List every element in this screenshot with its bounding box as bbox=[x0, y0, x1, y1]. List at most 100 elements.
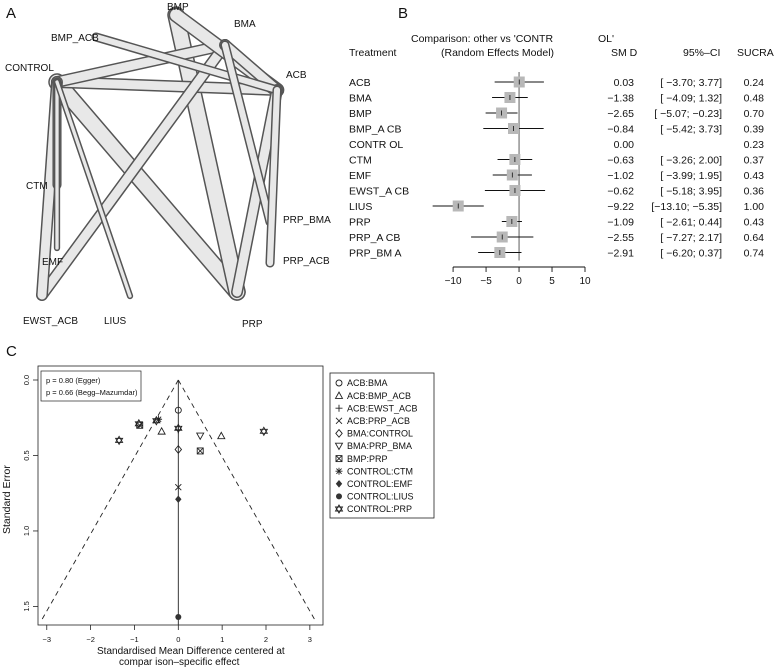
forest-row-sucra-emf: 0.43 bbox=[744, 170, 765, 182]
legend-symbol-acb-bma bbox=[335, 379, 343, 387]
network-node-emf: EMF bbox=[42, 257, 63, 268]
forest-row-smd-bma: −1.38 bbox=[607, 93, 634, 105]
forest-row-label-contr-ol: CONTR OL bbox=[349, 139, 403, 151]
forest-tick-label-4: 10 bbox=[579, 276, 591, 287]
network-edge-bma-ewst_acb bbox=[37, 40, 230, 300]
forest-plot: Comparison: other vs 'CONTR OL' (Random … bbox=[349, 33, 774, 287]
network-edges bbox=[36, 6, 285, 301]
legend-symbol-acb-prp-acb bbox=[335, 417, 343, 425]
panel-letter-c: C bbox=[6, 343, 17, 360]
forest-row-ci-ewst-a-cb: [ −5.18; 3.95] bbox=[660, 186, 722, 198]
funnel-annotation-box bbox=[40, 370, 142, 402]
forest-row-label-prp: PRP bbox=[349, 217, 371, 229]
forest-row-sucra-prp-a-cb: 0.64 bbox=[744, 232, 765, 244]
network-node-lius: LIUS bbox=[104, 316, 127, 327]
legend-symbol-acb-bmp-acb bbox=[334, 391, 344, 399]
forest-tick-label-0: −10 bbox=[445, 276, 462, 287]
network-node-prp: PRP bbox=[242, 319, 263, 330]
forest-row-sucra-acb: 0.24 bbox=[744, 77, 765, 89]
funnel-x-tick-label-2: −1 bbox=[130, 635, 139, 644]
funnel-y-tick-label-3: 1.5 bbox=[22, 601, 31, 611]
forest-row-label-bmp: BMP bbox=[349, 108, 372, 120]
legend-label-acb-ewst-acb: ACB:EWST_ACB bbox=[347, 403, 418, 413]
forest-row-smd-contr-ol: 0.00 bbox=[614, 139, 635, 151]
funnel-point-bma-prp-bma-0 bbox=[195, 432, 205, 441]
forest-header-ci: 95%–CI bbox=[683, 47, 720, 59]
network-edge-control-lius bbox=[55, 80, 132, 298]
legend-symbol-bma-prp-bma bbox=[334, 442, 344, 451]
forest-row-sucra-ctm: 0.37 bbox=[744, 155, 765, 167]
forest-header-model: (Random Effects Model) bbox=[441, 47, 554, 59]
forest-row-ci-bmp: [ −5.07; −0.23] bbox=[654, 108, 722, 120]
legend-label-bma-control: BMA:CONTROL bbox=[347, 429, 413, 439]
forest-row-ci-emf: [ −3.99; 1.95] bbox=[660, 170, 722, 182]
network-node-control: CONTROL bbox=[5, 63, 54, 74]
funnel-point-acb-bmp-acb-0 bbox=[157, 426, 166, 435]
forest-row-sucra-bma: 0.48 bbox=[744, 93, 765, 105]
forest-row-sucra-prp: 0.43 bbox=[744, 217, 765, 229]
legend-label-acb-bma: ACB:BMA bbox=[347, 378, 388, 388]
forest-row-ci-bmp-a-cb: [ −5.42; 3.73] bbox=[660, 124, 722, 136]
forest-row-sucra-prp-bm-a: 0.74 bbox=[744, 248, 765, 260]
funnel-x-axis-label-line2: compar ison–specific effect bbox=[119, 657, 240, 667]
forest-row-smd-bmp-a-cb: −0.84 bbox=[607, 124, 634, 136]
forest-row-smd-ctm: −0.63 bbox=[607, 155, 634, 167]
network-node-bmp-acb: BMP_ACB bbox=[51, 33, 99, 44]
forest-row-label-prp-a-cb: PRP_A CB bbox=[349, 232, 400, 244]
egger-p-value: p = 0.80 (Egger) bbox=[46, 376, 101, 385]
forest-row-ci-ctm: [ −3.26; 2.00] bbox=[660, 155, 722, 167]
network-edge-bma-prp_bma bbox=[221, 41, 274, 226]
funnel-point-bmp-prp-1 bbox=[196, 447, 204, 455]
panel-letter-b: B bbox=[398, 5, 408, 22]
legend-label-control-ctm: CONTROL:CTM bbox=[347, 466, 413, 476]
funnel-point-control-prp-4 bbox=[259, 426, 269, 437]
forest-header-comparison: Comparison: other vs 'CONTR bbox=[411, 33, 553, 45]
network-edge-bma-acb bbox=[220, 40, 282, 95]
funnel-point-control-prp-3 bbox=[174, 423, 183, 434]
legend-symbol-control-lius bbox=[336, 493, 342, 500]
funnel-points bbox=[114, 406, 269, 620]
legend-label-control-lius: CONTROL:LIUS bbox=[347, 492, 414, 502]
forest-row-sucra-lius: 1.00 bbox=[744, 201, 765, 213]
funnel-x-tick-label-4: 1 bbox=[220, 635, 224, 644]
network-node-ewst-acb: EWST_ACB bbox=[23, 316, 78, 327]
forest-row-ci-prp-bm-a: [ −6.20; 0.37] bbox=[660, 248, 722, 260]
funnel-x-tick-label-5: 2 bbox=[264, 635, 268, 644]
network-edge-acb-prp_acb bbox=[266, 86, 281, 267]
funnel-point-control-prp-1 bbox=[134, 418, 144, 429]
forest-header-treatment: Treatment bbox=[349, 47, 397, 59]
funnel-x-tick-label-1: −2 bbox=[86, 635, 95, 644]
forest-row-smd-prp-bm-a: −2.91 bbox=[607, 248, 634, 260]
forest-row-smd-ewst-a-cb: −0.62 bbox=[607, 186, 634, 198]
forest-row-ci-prp-a-cb: [ −7.27; 2.17] bbox=[660, 232, 722, 244]
forest-row-ci-acb: [ −3.70; 3.77] bbox=[660, 77, 722, 89]
legend-symbol-bma-control bbox=[335, 428, 343, 438]
network-node-bma: BMA bbox=[234, 19, 256, 30]
forest-row-label-bmp-a-cb: BMP_A CB bbox=[349, 124, 402, 136]
funnel-right-bound bbox=[177, 379, 317, 622]
forest-row-label-prp-bm-a: PRP_BM A bbox=[349, 248, 402, 260]
network-edge-control-prp bbox=[49, 74, 245, 300]
funnel-y-tick-label-0: 0.0 bbox=[22, 375, 31, 385]
funnel-y-tick-label-1: 0.5 bbox=[22, 450, 31, 460]
forest-tick-label-2: 0 bbox=[516, 276, 522, 287]
forest-row-sucra-contr-ol: 0.23 bbox=[744, 139, 765, 151]
legend-label-acb-prp-acb: ACB:PRP_ACB bbox=[347, 416, 410, 426]
funnel-x-tick-label-3: 0 bbox=[176, 635, 180, 644]
funnel-plot-frame bbox=[37, 365, 324, 626]
legend-label-acb-bmp-acb: ACB:BMP_ACB bbox=[347, 391, 411, 401]
forest-row-smd-emf: −1.02 bbox=[607, 170, 634, 182]
forest-row-smd-lius: −9.22 bbox=[607, 201, 634, 213]
funnel-left-bound bbox=[40, 379, 179, 622]
forest-row-ci-lius: [−13.10; −5.35] bbox=[651, 201, 722, 213]
forest-row-smd-acb: 0.03 bbox=[614, 77, 635, 89]
network-node-bmp: BMP bbox=[167, 2, 189, 13]
forest-tick-label-3: 5 bbox=[549, 276, 555, 287]
funnel-point-control-prp-0 bbox=[114, 435, 124, 446]
funnel-point-control-lius-0 bbox=[175, 614, 182, 620]
funnel-legend-box bbox=[329, 372, 435, 519]
forest-row-sucra-bmp-a-cb: 0.39 bbox=[744, 124, 765, 136]
